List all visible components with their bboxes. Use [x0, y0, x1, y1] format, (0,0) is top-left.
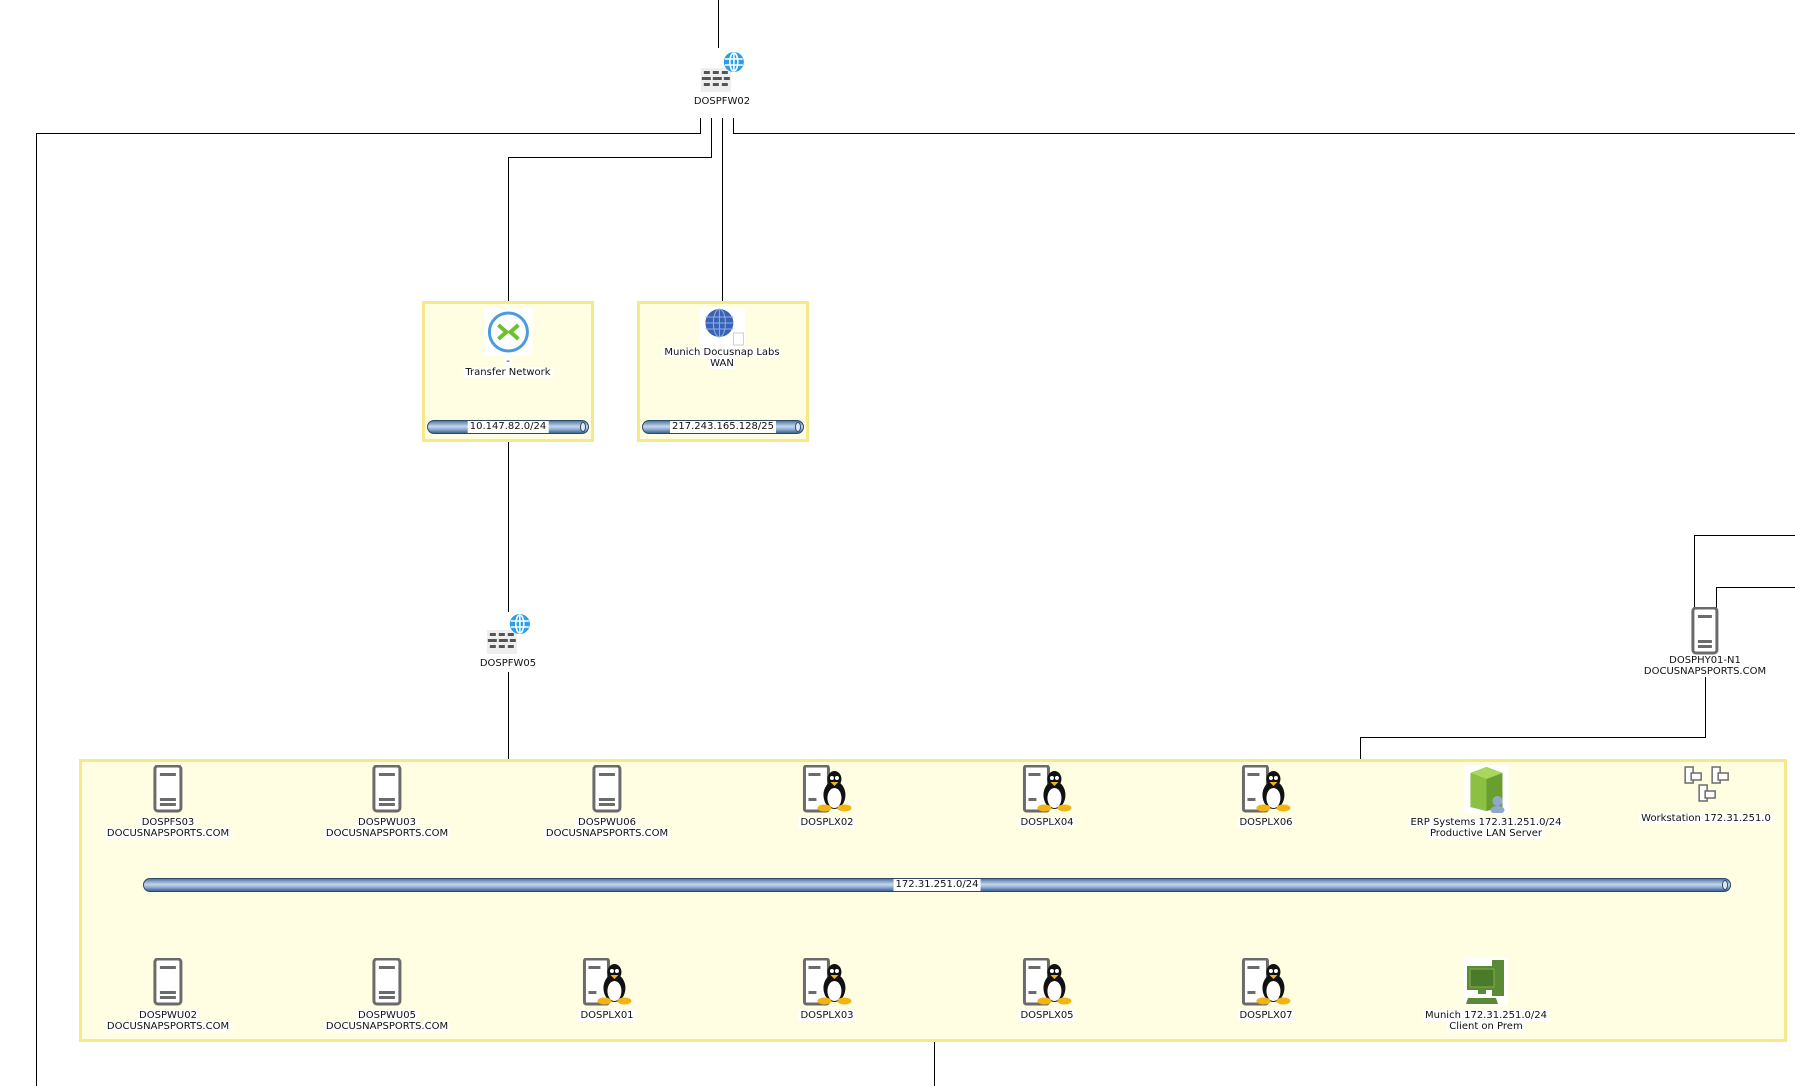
windows-server-icon [153, 764, 183, 817]
lan-node-dosplx07[interactable]: DOSPLX07 [1237, 957, 1295, 1021]
firewall-label: DOSPFW05 [477, 658, 539, 669]
server-icon [1691, 606, 1719, 655]
node-name: DOSPWU02 [137, 1010, 199, 1021]
subnet-label: 217.243.165.128/25 [670, 421, 776, 433]
network-label-line1: Munich Docusnap Labs [662, 347, 782, 358]
linux-server-icon [802, 957, 852, 1010]
node-domain: DOCUSNAPSPORTS.COM [104, 828, 232, 839]
windows-server-icon [372, 764, 402, 817]
globe-icon [699, 307, 745, 347]
node-name: DOSPWU05 [356, 1010, 418, 1021]
windows-server-icon [592, 764, 622, 817]
line-hy01-a [1694, 535, 1795, 628]
subnet-pipe-lan[interactable]: 172.31.251.0/24 [143, 878, 1731, 892]
firewall-label: DOSPFW02 [691, 96, 753, 107]
firewall-icon [485, 612, 531, 658]
linux-server-icon [802, 764, 852, 817]
node-name: DOSPLX04 [1018, 817, 1076, 828]
network-node-transfer[interactable]: - Transfer Network [463, 308, 553, 378]
lan-node-workstation[interactable]: Workstation 172.31.251.0 [1639, 765, 1773, 824]
workstation-group-icon [1679, 765, 1733, 813]
node-name: DOSPLX05 [1018, 1010, 1076, 1021]
line-hy01-lan [1360, 676, 1706, 760]
lan-node-dosplx01[interactable]: DOSPLX01 [578, 957, 636, 1021]
network-label-line2: WAN [708, 358, 736, 369]
subnet-pipe-wan[interactable]: 217.243.165.128/25 [642, 420, 804, 434]
linux-server-icon [582, 957, 632, 1010]
node-name: DOSPLX02 [798, 817, 856, 828]
node-domain: Productive LAN Server [1427, 828, 1545, 839]
host-name: DOSPHY01-N1 [1667, 655, 1743, 666]
linux-server-icon [1022, 957, 1072, 1010]
lan-node-dosplx02[interactable]: DOSPLX02 [798, 764, 856, 828]
node-name: Munich 172.31.251.0/24 [1423, 1010, 1549, 1021]
node-name: DOSPWU03 [356, 817, 418, 828]
lan-node-dosplx04[interactable]: DOSPLX04 [1018, 764, 1076, 828]
pipe-cap [580, 422, 586, 432]
node-name: DOSPLX06 [1237, 817, 1295, 828]
subnet-label: 10.147.82.0/24 [467, 421, 549, 433]
line-fw02-left [36, 118, 701, 1086]
node-domain: DOCUSNAPSPORTS.COM [543, 828, 671, 839]
linux-server-icon [1241, 764, 1291, 817]
subnet-label: 172.31.251.0/24 [893, 879, 981, 891]
node-domain: Client on Prem [1447, 1021, 1525, 1032]
pipe-cap [1722, 880, 1728, 890]
linux-server-icon [1241, 957, 1291, 1010]
windows-server-icon [372, 957, 402, 1010]
node-domain: DOCUSNAPSPORTS.COM [323, 1021, 451, 1032]
lan-node-dosplx03[interactable]: DOSPLX03 [798, 957, 856, 1021]
server-group-icon [1463, 765, 1508, 817]
client-group-icon [1464, 958, 1508, 1010]
line-fw02-right [733, 118, 1795, 134]
network-group-wan [637, 301, 809, 442]
transfer-network-icon [484, 308, 532, 356]
node-name: ERP Systems 172.31.251.0/24 [1408, 817, 1564, 828]
network-node-wan[interactable]: Munich Docusnap Labs WAN [662, 307, 782, 369]
lan-node-dosplx05[interactable]: DOSPLX05 [1018, 957, 1076, 1021]
windows-server-icon [153, 957, 183, 1010]
host-node-dosphy01[interactable]: DOSPHY01-N1 DOCUSNAPSPORTS.COM [1641, 606, 1769, 677]
node-name: Workstation 172.31.251.0 [1639, 813, 1773, 824]
host-domain: DOCUSNAPSPORTS.COM [1641, 666, 1769, 677]
node-name: DOSPFS03 [139, 817, 197, 828]
node-domain: DOCUSNAPSPORTS.COM [104, 1021, 232, 1032]
line-fw02-transfer [508, 118, 712, 303]
pipe-cap [795, 422, 801, 432]
node-name: DOSPLX03 [798, 1010, 856, 1021]
node-domain: DOCUSNAPSPORTS.COM [323, 828, 451, 839]
firewall-node-dospfw02[interactable]: DOSPFW02 [691, 50, 753, 107]
network-label-line1: - [504, 356, 512, 367]
subnet-pipe-transfer[interactable]: 10.147.82.0/24 [427, 420, 589, 434]
firewall-node-dospfw05[interactable]: DOSPFW05 [477, 612, 539, 669]
linux-server-icon [1022, 764, 1072, 817]
node-name: DOSPWU06 [576, 817, 638, 828]
network-label-line2: Transfer Network [463, 367, 553, 378]
node-name: DOSPLX01 [578, 1010, 636, 1021]
firewall-icon [699, 50, 745, 96]
node-name: DOSPLX07 [1237, 1010, 1295, 1021]
lan-node-dosplx06[interactable]: DOSPLX06 [1237, 764, 1295, 828]
